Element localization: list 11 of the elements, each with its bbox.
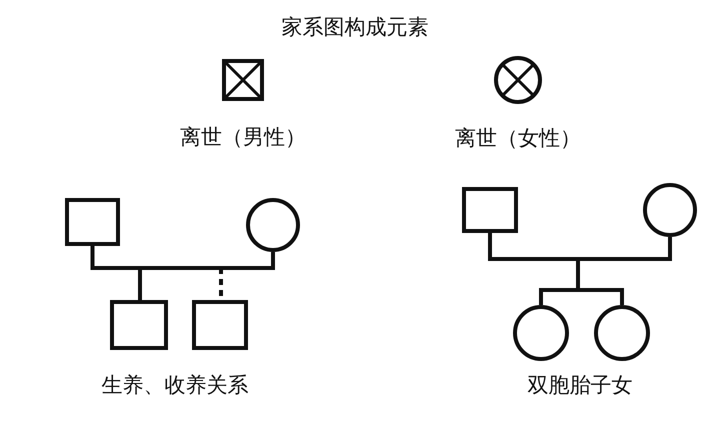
pedigree-line [138,268,142,300]
pedigree-line [488,233,672,261]
pedigree-line [539,288,578,305]
diagram-title: 家系图构成元素 [282,14,428,40]
pedigree-line [578,288,624,305]
symbol-caption: 离世（女性） [455,125,581,151]
symbol-caption: 离世（男性） [180,124,306,150]
group-caption: 生养、收养关系 [102,372,248,398]
pedigree-line [90,246,275,270]
pedigree-line [576,259,580,290]
group-caption: 双胞胎子女 [528,372,632,398]
